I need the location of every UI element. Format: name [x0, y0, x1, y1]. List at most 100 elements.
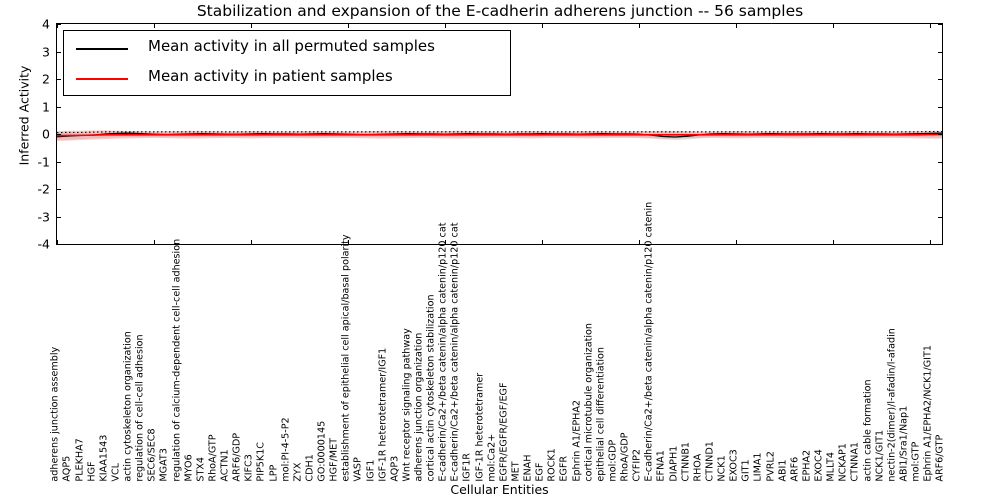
x-tick-label: SEC6/SEC8	[146, 428, 158, 482]
x-tick-label: VASP	[352, 457, 364, 482]
x-tick-label: KIAA1543	[98, 434, 110, 482]
x-tick-mark	[347, 240, 349, 244]
legend-label-permuted: Mean activity in all permuted samples	[148, 37, 435, 55]
x-tick-mark	[250, 240, 252, 244]
x-tick-label: EXOC4	[813, 449, 825, 482]
x-tick-label: cortical microtubule organization	[583, 323, 595, 482]
x-tick-label: CYFIP2	[631, 448, 643, 482]
x-tick-label: RhoA/GDP	[619, 432, 631, 482]
x-tick-mark	[444, 240, 446, 244]
y-tick-mark	[57, 216, 61, 218]
x-tick-label: nectin-2(dimer)/l-afadin/l-afadin	[886, 328, 898, 482]
plot-series-layer	[57, 130, 942, 141]
x-tick-label: Wnt receptor signaling pathway	[401, 328, 413, 482]
x-tick-label: ROCK1	[546, 448, 558, 482]
x-tick-mark	[541, 240, 543, 244]
x-tick-mark	[153, 240, 155, 244]
legend-entry-permuted: Mean activity in all permuted samples	[64, 34, 510, 64]
x-tick-label: E-cadherin/Ca2+/beta catenin/alpha caten…	[449, 222, 461, 482]
x-tick-label: KIFC3	[243, 454, 255, 482]
y-tick-label: -2	[37, 181, 50, 197]
x-tick-mark	[57, 240, 58, 244]
x-tick-label: actin cytoskeleton organization	[122, 331, 134, 482]
x-tick-label: ACTN1	[219, 449, 231, 482]
legend-entry-patient: Mean activity in patient samples	[64, 64, 510, 94]
x-tick-label: AQP3	[389, 455, 401, 482]
legend-line-patient	[76, 78, 128, 80]
y-tick-mark	[57, 244, 61, 245]
x-tick-label: VCL	[110, 462, 122, 482]
x-tick-mark	[929, 24, 931, 28]
x-tick-label: EFNA1	[655, 450, 667, 482]
series-line-patient	[57, 133, 942, 137]
x-tick-label: ARF6/GTP	[934, 434, 946, 482]
x-tick-mark	[832, 24, 834, 28]
x-tick-label: GO:0000145	[316, 420, 328, 482]
x-tick-label: DIAPH1	[667, 445, 679, 482]
x-tick-label: mol:Ca2+	[486, 433, 498, 482]
x-tick-label: establishment of epithelial cell apical/…	[340, 234, 352, 482]
y-tick-label: 0	[42, 126, 50, 142]
y-tick-mark	[938, 189, 942, 190]
x-tick-mark	[153, 24, 155, 28]
x-tick-mark	[735, 240, 737, 244]
x-tick-label: Ephrin A1/EPHA2	[571, 399, 582, 482]
x-tick-label: PVRL2	[764, 451, 776, 482]
x-tick-label: LIMA1	[752, 452, 764, 482]
x-tick-mark	[735, 24, 737, 28]
x-tick-label: CDH1	[304, 454, 316, 482]
x-tick-mark	[832, 240, 834, 244]
x-tick-label: PLEKHA7	[73, 438, 85, 482]
x-tick-label: EGF	[534, 462, 546, 482]
y-tick-mark	[938, 106, 942, 108]
x-tick-label: ARF6	[789, 456, 801, 482]
x-tick-label: mol:GDP	[607, 439, 619, 482]
y-tick-label: 2	[42, 71, 50, 87]
y-tick-label: 1	[42, 99, 50, 114]
x-tick-label: RhoA/GTP	[207, 434, 219, 482]
x-tick-label: CTNND1	[704, 441, 716, 482]
x-tick-label: EPHA2	[801, 449, 813, 482]
confidence-band-patient-band	[57, 130, 942, 141]
x-tick-label: PIP5K1C	[255, 441, 267, 482]
x-tick-label: adherens junction organization	[413, 332, 425, 482]
y-tick-label: -3	[37, 209, 50, 224]
y-tick-mark	[938, 79, 942, 80]
x-tick-label: ARF6/GDP	[231, 432, 243, 482]
chart-title: Stabilization and expansion of the E-cad…	[196, 2, 804, 20]
x-tick-label: mol:GTP	[910, 441, 922, 482]
y-tick-mark	[938, 161, 942, 163]
x-tick-label: ENAH	[522, 454, 534, 482]
x-tick-label: E-cadherin/Ca2+/beta catenin/alpha caten…	[437, 222, 449, 482]
x-tick-label: regulation of calcium-dependent cell-cel…	[170, 238, 182, 482]
x-tick-label: ABI1	[777, 459, 789, 482]
x-tick-label: actin cable formation	[861, 379, 873, 482]
x-tick-label: HGF	[86, 461, 98, 482]
x-tick-mark	[444, 24, 446, 28]
y-tick-label: -4	[37, 236, 50, 252]
x-tick-label: ABI1/Sra1/Nap1	[898, 405, 910, 482]
x-tick-mark	[250, 24, 252, 28]
x-tick-label: MGAT3	[158, 448, 170, 482]
x-tick-label: Ephrin A1/EPHA2/NCK1/GIT1	[922, 345, 934, 482]
x-tick-label: GIT1	[740, 459, 752, 482]
y-tick-mark	[938, 134, 942, 135]
x-tick-label: LPP	[267, 464, 279, 482]
y-tick-mark	[57, 24, 61, 25]
x-tick-label: EXOC3	[728, 449, 740, 482]
y-tick-mark	[938, 51, 942, 53]
x-tick-label: mol:PI-4-5-P2	[280, 417, 292, 482]
x-tick-label: adherens junction assembly	[49, 346, 61, 482]
x-tick-label: cortical actin cytoskeleton stabilizatio…	[425, 294, 437, 482]
legend-line-permuted	[76, 48, 128, 50]
x-tick-label: EGFR	[558, 455, 570, 482]
x-tick-label: MYO6	[183, 454, 195, 482]
y-axis-label: Inferred Activity	[16, 65, 32, 166]
y-tick-label: 4	[42, 16, 50, 32]
x-tick-label: STX4	[195, 456, 207, 482]
x-tick-label: MLLT4	[825, 451, 837, 482]
x-tick-label: AQP5	[61, 455, 73, 482]
x-tick-label: NCKAP1	[837, 443, 849, 482]
x-tick-label: IGF1R	[461, 453, 473, 482]
